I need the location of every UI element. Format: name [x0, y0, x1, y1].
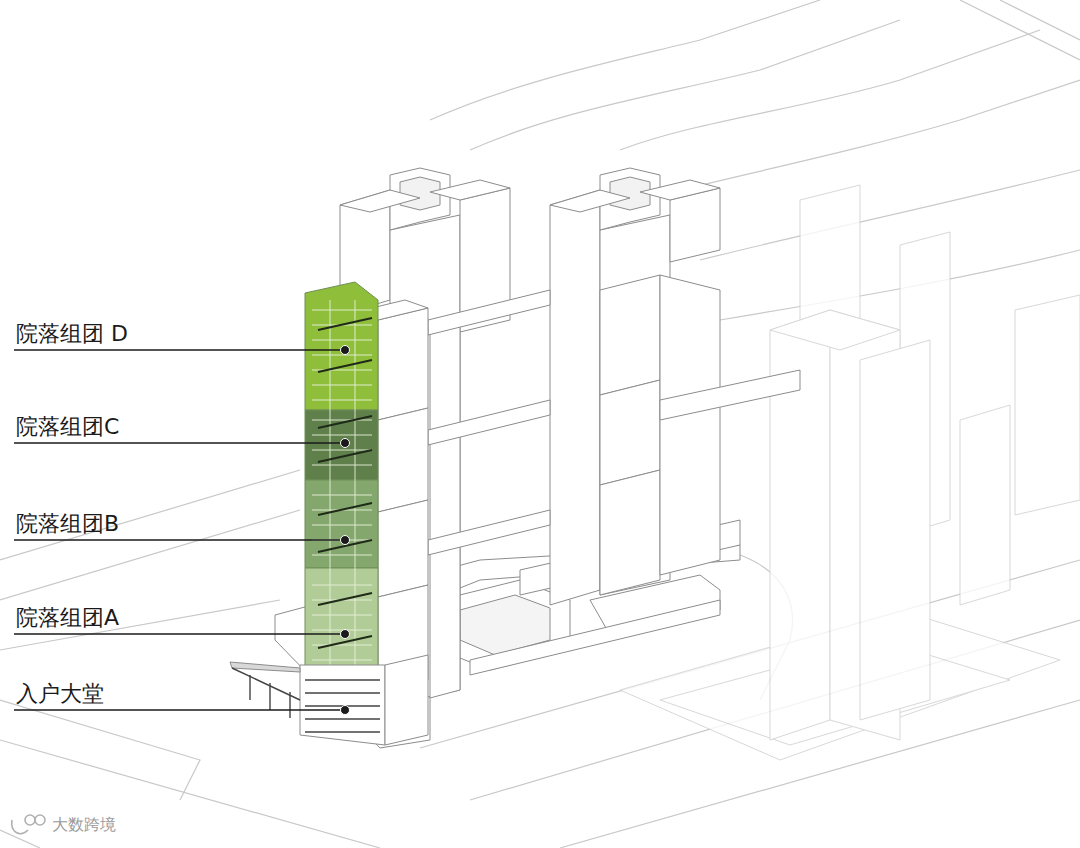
group-label: 院落组团A: [16, 605, 119, 631]
group-label: 院落组团 D: [16, 321, 128, 347]
group-label: 院落组团C: [16, 414, 119, 440]
lobby-label: 入户大堂: [16, 681, 104, 707]
watermark: 大数跨境: [52, 815, 116, 835]
group-label: 院落组团B: [16, 511, 119, 537]
